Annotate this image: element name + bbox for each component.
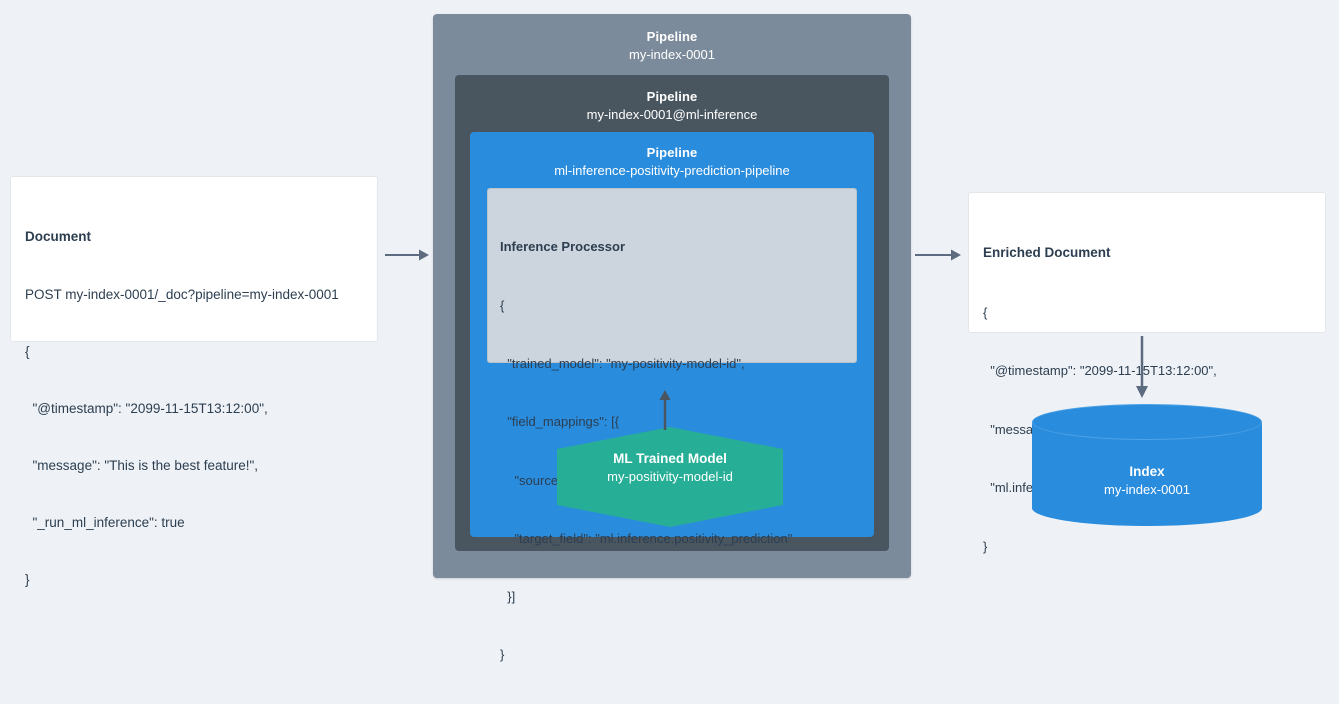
index-label: Index my-index-0001 bbox=[1032, 464, 1262, 497]
arrow-enriched-document-to-index bbox=[1135, 336, 1149, 403]
index-title: Index bbox=[1129, 464, 1165, 479]
document-line-1: { bbox=[25, 344, 30, 359]
enriched-document-line-1: "@timestamp": "2099-11-15T13:12:00", bbox=[983, 363, 1217, 378]
pipeline-outer: Pipeline my-index-0001 Pipeline my-index… bbox=[433, 14, 911, 662]
enriched-document-line-0: { bbox=[983, 304, 988, 320]
inference-processor-line-4: "target_field": "ml.inference.positivity… bbox=[500, 530, 793, 546]
pipeline-outer-title: Pipeline bbox=[646, 29, 698, 44]
inference-processor-line-2: "field_mappings": [{ bbox=[500, 414, 620, 430]
enriched-document-title: Enriched Document bbox=[983, 245, 1111, 260]
index-name: my-index-0001 bbox=[1104, 482, 1190, 497]
inference-processor-line-6: } bbox=[500, 647, 505, 663]
inference-processor-title: Inference Processor bbox=[500, 238, 626, 254]
document-card: Document POST my-index-0001/_doc?pipelin… bbox=[10, 176, 378, 587]
pipeline-inner: Pipeline ml-inference-positivity-predict… bbox=[470, 132, 874, 662]
pipeline-mid: Pipeline my-index-0001@ml-inference Pipe… bbox=[455, 75, 889, 662]
document-line-2: "@timestamp": "2099-11-15T13:12:00", bbox=[25, 401, 268, 416]
pipeline-mid-name: my-index-0001@ml-inference bbox=[586, 107, 758, 122]
pipeline-inner-title: Pipeline bbox=[646, 145, 698, 160]
pipeline-inner-name: ml-inference-positivity-prediction-pipel… bbox=[554, 163, 790, 178]
document-line-0: POST my-index-0001/_doc?pipeline=my-inde… bbox=[25, 287, 339, 302]
arrow-pipeline-to-enriched-document bbox=[915, 248, 961, 267]
cylinder-top bbox=[1032, 404, 1262, 440]
ml-trained-model-title: ML Trained Model bbox=[613, 451, 727, 466]
document-card-title: Document bbox=[25, 229, 92, 244]
document-line-4: "_run_ml_inference": true bbox=[25, 515, 185, 530]
arrow-ml-model-to-inference-processor bbox=[658, 390, 672, 435]
ml-trained-model-name: my-positivity-model-id bbox=[607, 469, 733, 484]
arrow-document-to-pipeline bbox=[385, 248, 429, 267]
inference-processor-line-1: "trained_model": "my-positivity-model-id… bbox=[500, 356, 745, 372]
inference-processor-line-0: { bbox=[500, 298, 505, 314]
enriched-document-line-4: } bbox=[983, 538, 988, 554]
index-cylinder: Index my-index-0001 bbox=[1032, 404, 1262, 526]
enriched-document-card: Enriched Document { "@timestamp": "2099-… bbox=[968, 192, 1326, 554]
pipeline-outer-name: my-index-0001 bbox=[629, 47, 715, 62]
ml-trained-model-hexagon: ML Trained Model my-positivity-model-id bbox=[557, 427, 783, 527]
document-line-3: "message": "This is the best feature!", bbox=[25, 458, 259, 473]
inference-processor-box: Inference Processor { "trained_model": "… bbox=[487, 188, 857, 662]
document-line-5: } bbox=[25, 572, 30, 587]
pipeline-mid-title: Pipeline bbox=[646, 89, 698, 104]
